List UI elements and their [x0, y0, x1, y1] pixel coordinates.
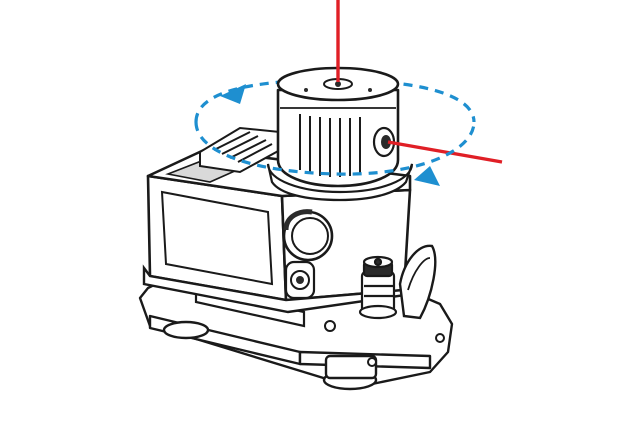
laser-beam-horizontal-icon [387, 140, 503, 164]
base-foot-front-block [324, 354, 378, 380]
front-panel [160, 190, 274, 286]
head-collar [266, 163, 414, 202]
adjustment-screw-icon [367, 357, 377, 367]
power-port-icon [284, 260, 316, 300]
side-handle-inner [407, 257, 431, 291]
adjustment-screw-icon [324, 320, 336, 332]
laser-head-icon [276, 66, 400, 188]
base-foot-left [162, 320, 210, 340]
side-handle [398, 244, 437, 320]
rotation-direction-arrow-icon [414, 166, 440, 186]
tilt-knob-icon [282, 209, 334, 262]
rotation-direction-arrow-icon [220, 84, 246, 104]
adjustment-screw-icon [435, 333, 445, 343]
adjustment-knob-icon [358, 255, 398, 320]
